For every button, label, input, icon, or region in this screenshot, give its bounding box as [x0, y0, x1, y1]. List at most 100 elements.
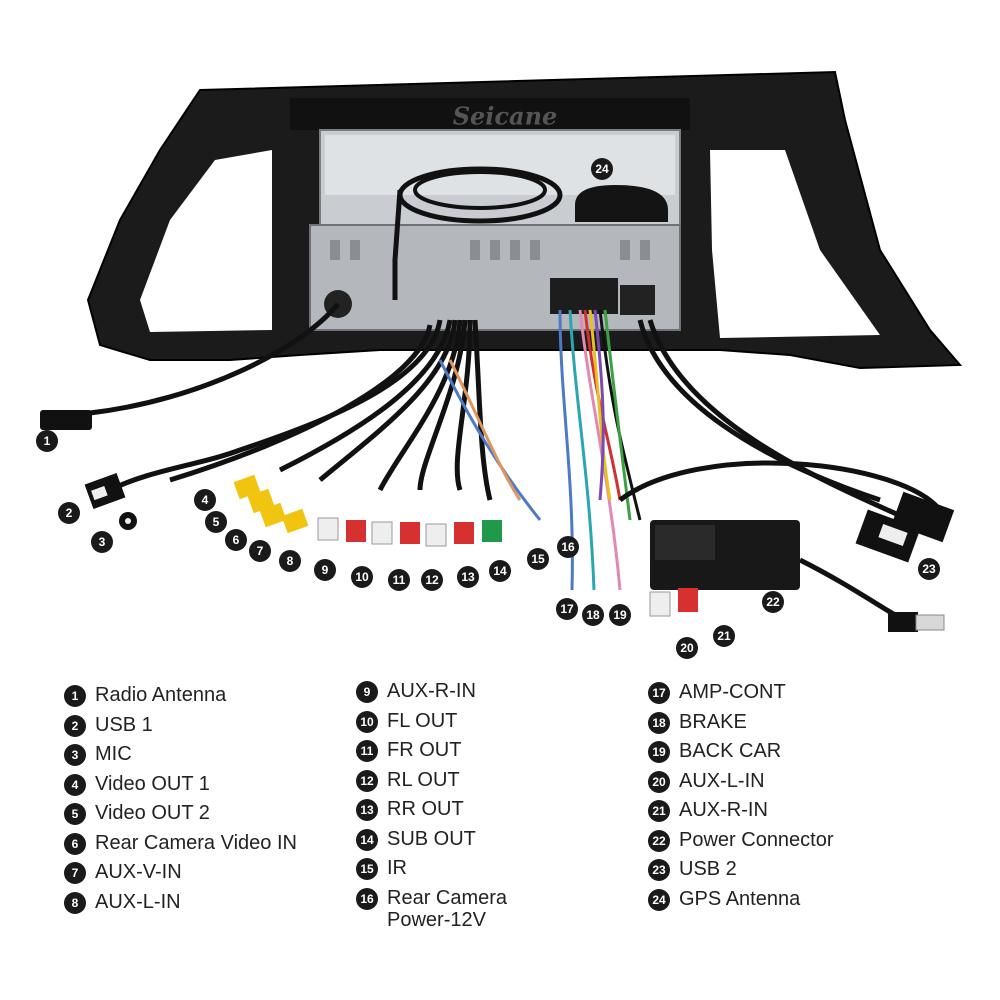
callout-7: 7	[249, 540, 271, 562]
callout-4: 4	[194, 489, 216, 511]
radio-antenna-plug	[40, 410, 92, 430]
legend-number: 21	[648, 800, 670, 822]
callout-5: 5	[205, 511, 227, 533]
legend-item: 9 AUX-R-IN	[356, 680, 507, 710]
bezel-right-cutout	[710, 150, 880, 338]
callout-6: 6	[225, 529, 247, 551]
callout-17: 17	[556, 598, 578, 620]
callout-22: 22	[762, 591, 784, 613]
legend-number: 1	[64, 685, 86, 707]
callout-12: 12	[421, 569, 443, 591]
legend-number: 24	[648, 888, 670, 911]
legend-label: Video OUT 2	[95, 802, 210, 824]
legend-number: 7	[64, 862, 86, 884]
rca-yellow-plugs	[233, 474, 309, 534]
legend-label: Video OUT 1	[95, 772, 210, 795]
legend-number: 3	[64, 744, 86, 766]
legend-number: 18	[648, 711, 670, 734]
legend-label: USB 2	[679, 858, 737, 880]
chassis-top-panel	[325, 135, 675, 195]
callout-8: 8	[279, 550, 301, 572]
callout-1: 1	[36, 430, 58, 452]
legend-number: 9	[356, 681, 378, 703]
chassis-rear-panel	[309, 224, 681, 331]
legend-number: 12	[356, 769, 378, 792]
legend-label: USB 1	[95, 713, 153, 736]
legend-label: AUX-V-IN	[95, 861, 182, 883]
legend-label: MIC	[95, 743, 132, 765]
legend-label: Radio Antenna	[95, 684, 227, 706]
legend-number: 16	[356, 887, 378, 910]
legend-label: BACK CAR	[679, 740, 782, 762]
legend-label: SUB OUT	[387, 827, 476, 850]
legend-item: 20 AUX-L-IN	[648, 770, 834, 800]
callout-19: 19	[609, 604, 631, 626]
bezel-left-cutout	[140, 150, 272, 332]
callout-3: 3	[91, 531, 113, 553]
legend-item: 11 FR OUT	[356, 739, 507, 769]
ir-wire	[438, 359, 542, 521]
legend-item: 14 SUB OUT	[356, 828, 507, 858]
legend-item: 8 AUX-L-IN	[64, 891, 297, 921]
legend-number: 23	[648, 859, 670, 881]
legend-label: Power Connector	[679, 828, 834, 851]
legend-number: 4	[64, 773, 86, 796]
legend-label: RL OUT	[387, 768, 460, 791]
legend-label: Rear Camera Power-12V	[387, 886, 508, 931]
legend-label: FR OUT	[387, 739, 462, 761]
rca-audio-plugs	[317, 517, 502, 547]
legend-number: 13	[356, 799, 378, 821]
top-plate	[290, 98, 690, 130]
legend-label: AUX-R-IN	[387, 680, 476, 702]
callout-24: 24	[591, 158, 613, 180]
callout-16: 16	[557, 536, 579, 558]
legend-label: IR	[387, 857, 407, 879]
legend-item: 22 Power Connector	[648, 829, 834, 859]
legend-number: 20	[648, 770, 670, 793]
legend-item: 3 MIC	[64, 743, 297, 773]
legend-number: 22	[648, 829, 670, 852]
legend-item: 5 Video OUT 2	[64, 802, 297, 832]
legend-item: 19 BACK CAR	[648, 740, 834, 770]
legend-item: 15 IR	[356, 857, 507, 887]
callout-10: 10	[351, 566, 373, 588]
gps-antenna-puck	[575, 185, 668, 222]
legend-item: 7 AUX-V-IN	[64, 861, 297, 891]
legend-number: 11	[356, 740, 378, 762]
legend-number: 8	[64, 891, 86, 914]
legend-number: 6	[64, 832, 86, 855]
legend-label: AUX-L-IN	[95, 890, 181, 913]
legend-label: AMP-CONT	[679, 681, 786, 703]
right-cable-bundle	[618, 319, 942, 618]
legend-item: 18 BRAKE	[648, 711, 834, 741]
legend-label: AUX-L-IN	[679, 769, 765, 792]
callout-14: 14	[489, 560, 511, 582]
legend-item: 16 Rear Camera Power-12V	[356, 887, 507, 941]
legend-number: 15	[356, 858, 378, 880]
brand-logo: Seicane	[453, 101, 558, 130]
left-cable-bundle	[89, 302, 493, 501]
legend-label: RR OUT	[387, 798, 464, 820]
usb-port-block	[620, 285, 655, 315]
usb-male-plug	[888, 612, 918, 632]
legend-number: 19	[648, 741, 670, 763]
aux-rca-white	[649, 591, 671, 617]
aux-rca-red	[678, 588, 698, 612]
legend-number: 5	[64, 803, 86, 825]
legend-item: 1 Radio Antenna	[64, 684, 297, 714]
legend-label: BRAKE	[679, 710, 747, 733]
head-unit-illustration: Seicane	[40, 70, 963, 632]
callout-9: 9	[314, 559, 336, 581]
callout-15: 15	[527, 548, 549, 570]
legend-number: 14	[356, 828, 378, 851]
legend-item: 13 RR OUT	[356, 798, 507, 828]
